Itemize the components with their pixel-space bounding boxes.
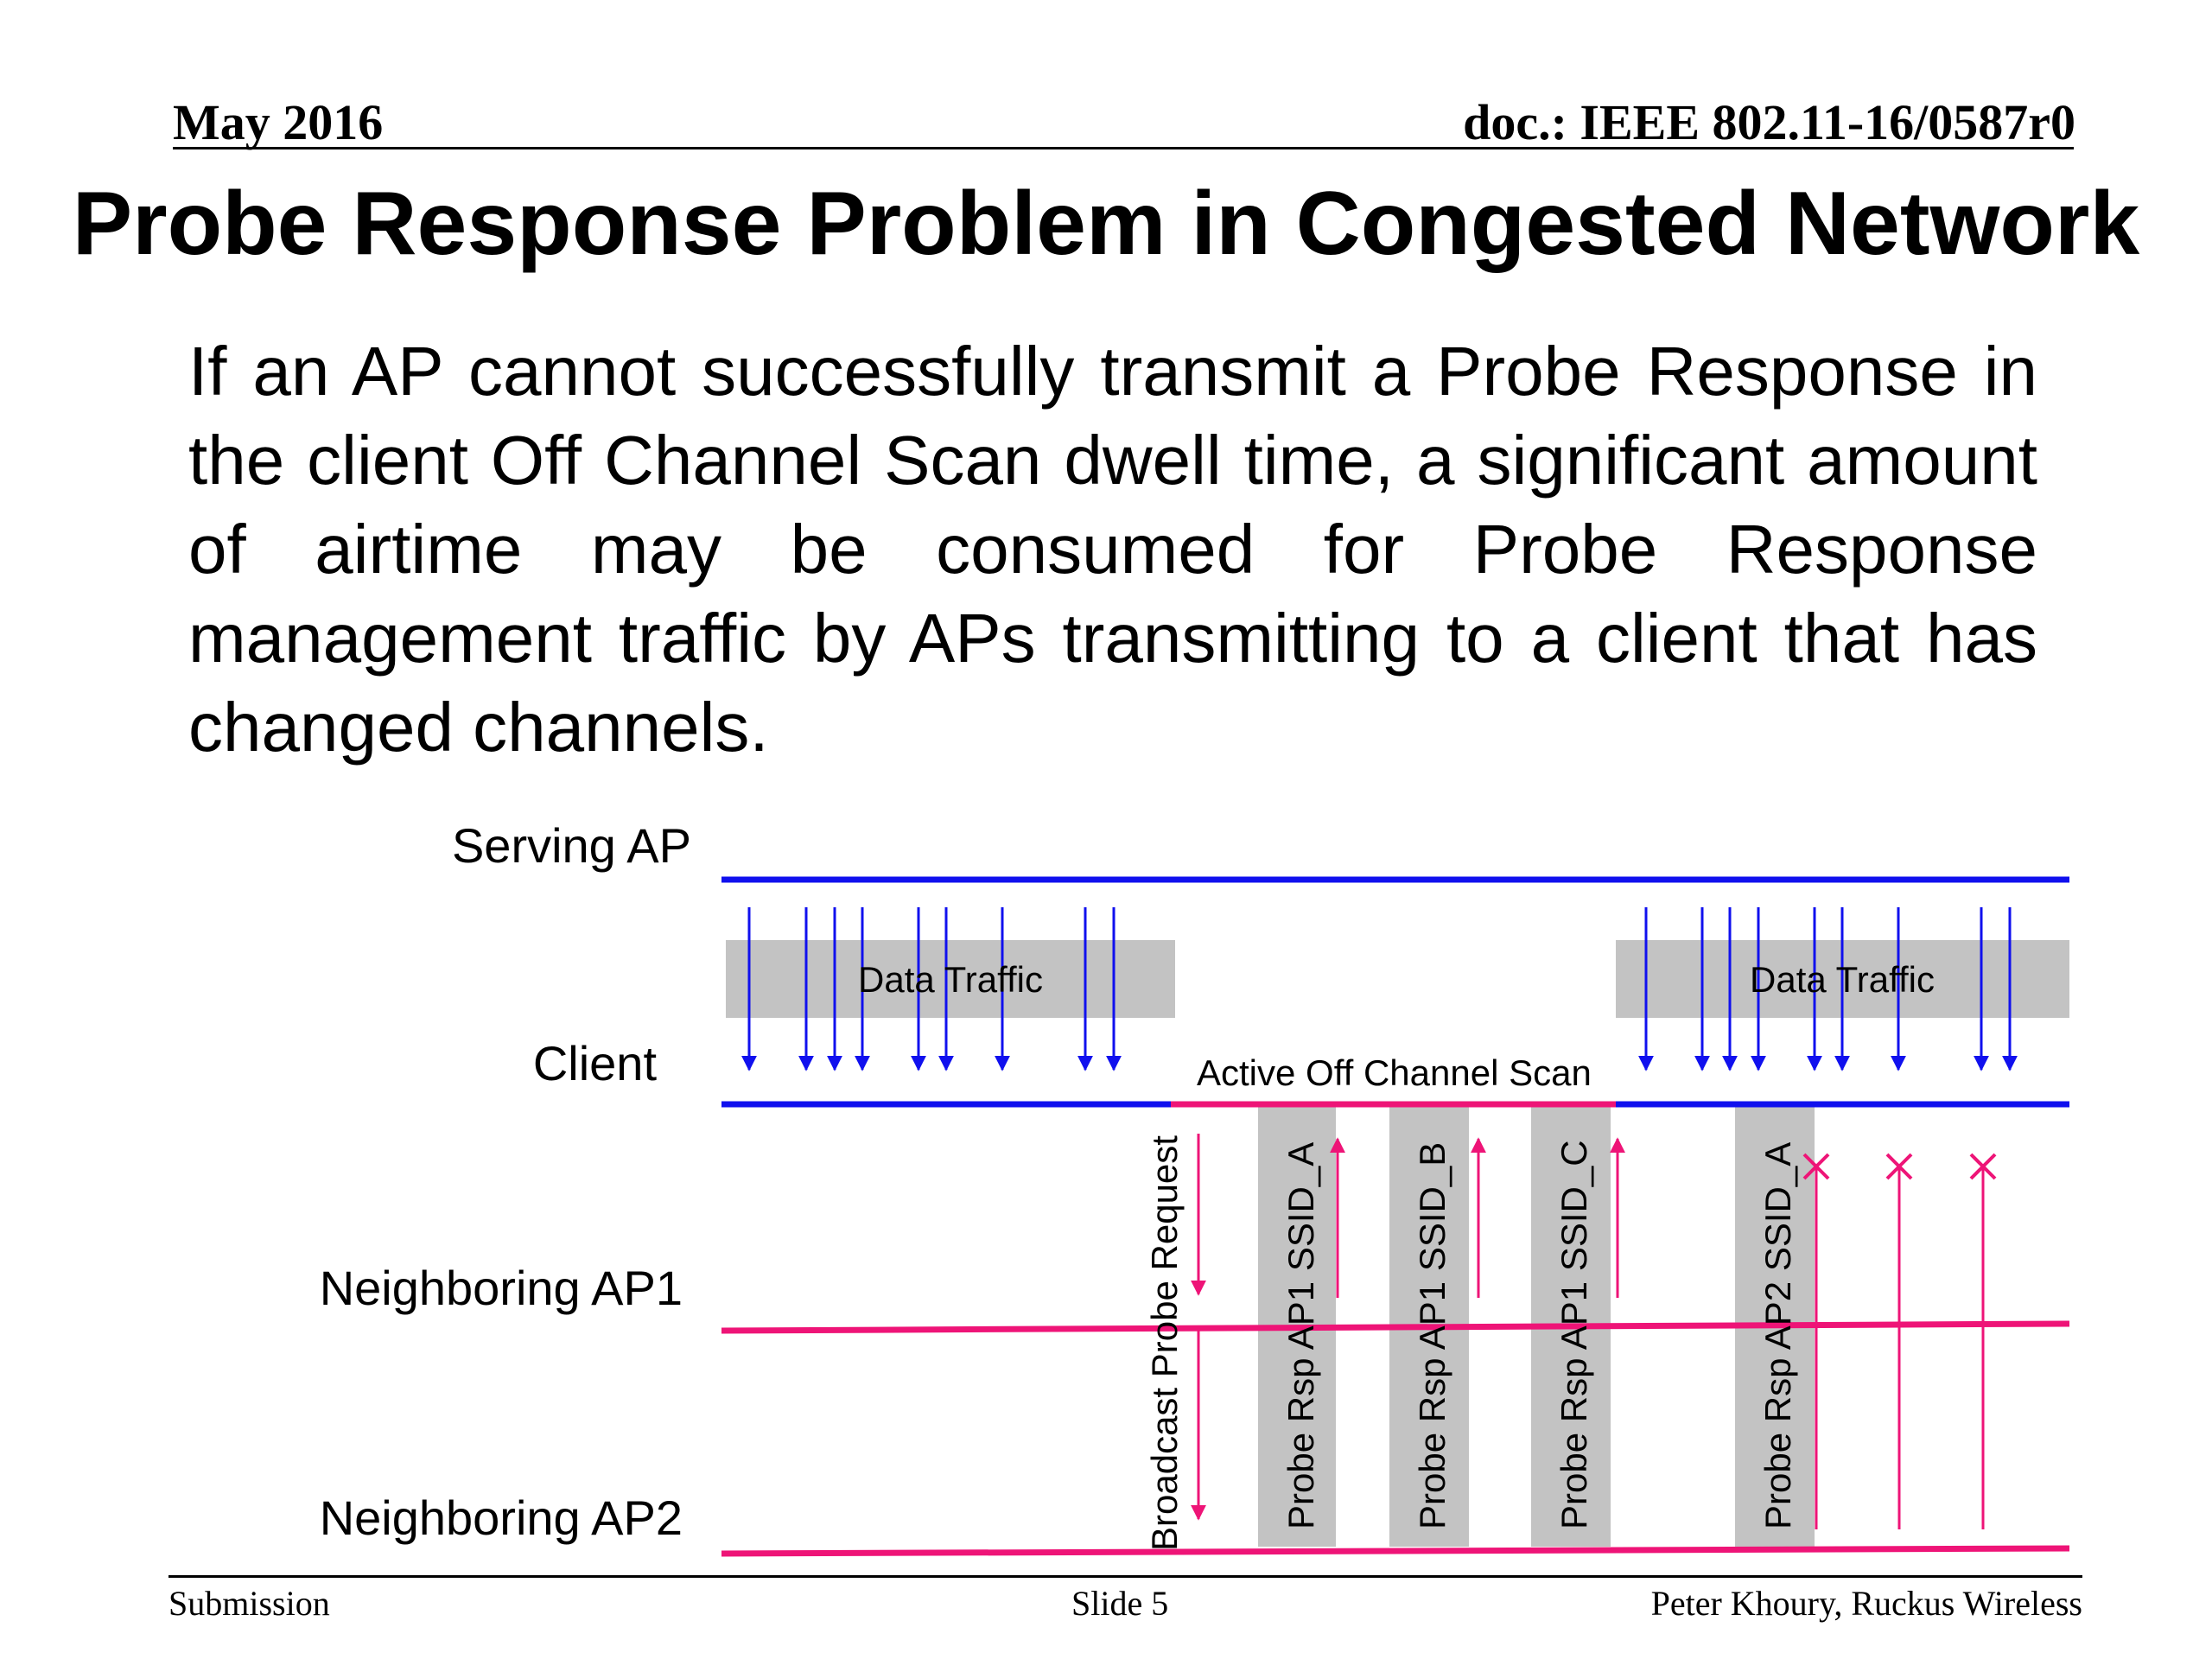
neighboring-ap2-line xyxy=(721,1545,2070,1557)
failed-x-marks xyxy=(1802,1153,1997,1180)
lane-label-client: Client xyxy=(533,1036,658,1090)
lane-label-serving-ap: Serving AP xyxy=(452,818,691,873)
probe-rsp-arrows xyxy=(1330,1137,1625,1298)
slide-title: Probe Response Problem in Congested Netw… xyxy=(72,174,2140,274)
data-traffic-label-left: Data Traffic xyxy=(858,959,1043,1000)
probe-rsp-label-2: Probe Rsp AP1 SSID_B xyxy=(1412,1142,1452,1529)
scan-label: Active Off Channel Scan xyxy=(1197,1052,1592,1093)
header-rule xyxy=(173,147,2074,149)
footer-author: Peter Khoury, Ruckus Wireless xyxy=(1650,1584,2082,1623)
probe-rsp-label-3: Probe Rsp AP1 SSID_C xyxy=(1554,1140,1594,1529)
lane-label-neighboring-ap2: Neighboring AP2 xyxy=(320,1491,683,1545)
data-traffic-label-right: Data Traffic xyxy=(1750,959,1935,1000)
data-traffic-box-left xyxy=(726,940,1175,1018)
neighboring-ap1-line xyxy=(721,1320,2070,1334)
footer-slide-number: Slide 5 xyxy=(1071,1584,1169,1623)
footer-submission: Submission xyxy=(168,1584,330,1623)
downlink-arrows-right xyxy=(1638,907,2018,1071)
downlink-arrows-left xyxy=(741,907,1122,1071)
header-date: May 2016 xyxy=(173,94,384,150)
header-doc-id: doc.: IEEE 802.11-16/0587r0 xyxy=(1463,94,2075,150)
lane-label-neighboring-ap1: Neighboring AP1 xyxy=(320,1261,683,1315)
probe-request-label: Broadcast Probe Request xyxy=(1144,1135,1185,1551)
probe-rsp-label-4: Probe Rsp AP2 SSID_A xyxy=(1758,1142,1798,1529)
body-paragraph: If an AP cannot successfully transmit a … xyxy=(188,333,2037,766)
footer-rule xyxy=(168,1575,2082,1578)
probe-rsp-label-1: Probe Rsp AP1 SSID_A xyxy=(1281,1142,1321,1529)
failed-probe-rsp xyxy=(1815,1166,1985,1529)
